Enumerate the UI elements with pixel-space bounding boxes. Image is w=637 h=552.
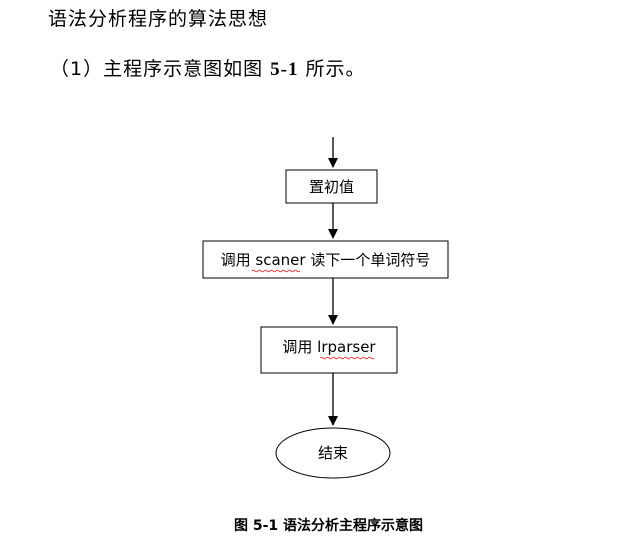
- node-scan-label: 调用 scaner 读下一个单词符号: [221, 251, 431, 269]
- document-heading: 语法分析程序的算法思想: [48, 8, 269, 30]
- node-parse-label: 调用 lrparser: [282, 338, 376, 356]
- node-init-label: 置初值: [309, 178, 354, 196]
- subheading-figure-ref: 5-1: [270, 59, 299, 80]
- figure-caption-text: 图 5-1 语法分析主程序示意图: [233, 518, 424, 534]
- node-end-label: 结束: [318, 444, 348, 462]
- subheading-suffix: 所示。: [298, 58, 366, 80]
- node-parse-identifier: lrparser: [317, 338, 376, 356]
- spellcheck-underline-scaner: [251, 269, 301, 273]
- flow-node-scan: 调用 scaner 读下一个单词符号: [202, 240, 449, 279]
- document-subheading: （1）主程序示意图如图 5-1 所示。: [50, 54, 366, 81]
- flow-node-init: 置初值: [285, 169, 378, 204]
- flow-node-parse: 调用 lrparser: [260, 326, 398, 374]
- subheading-prefix: （1）主程序示意图如图: [50, 58, 271, 80]
- figure-caption: 图 5-1 语法分析主程序示意图: [0, 515, 637, 535]
- flow-node-end: 结束: [275, 427, 391, 479]
- spellcheck-underline-lrparser: [319, 356, 375, 360]
- node-scan-identifier: scaner: [255, 251, 306, 269]
